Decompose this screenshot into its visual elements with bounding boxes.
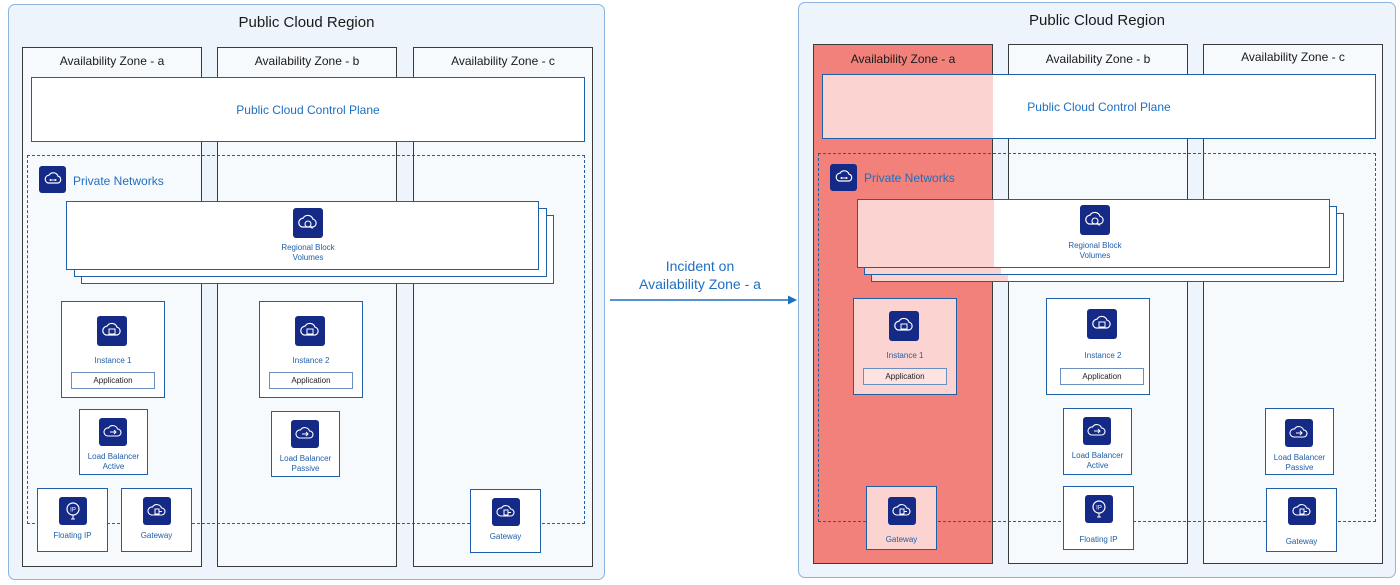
- right-control-plane-label: Public Cloud Control Plane: [1027, 99, 1171, 114]
- network-icon: [830, 164, 857, 191]
- block-volume-icon: [1080, 205, 1110, 235]
- load-balancer-icon: [99, 418, 127, 446]
- right-region-title: Public Cloud Region: [1029, 12, 1165, 29]
- left-gateway-a-label: Gateway: [140, 531, 173, 540]
- instance-icon: [97, 316, 127, 346]
- left-instance-2: Instance 2 Application: [259, 301, 363, 398]
- left-lb-active-label: Load Balancer Active: [87, 452, 140, 471]
- right-gateway-c-label: Gateway: [1285, 537, 1318, 546]
- incident-label-line2: Availability Zone - a: [639, 276, 761, 292]
- right-volume-label: Regional Block Volumes: [1068, 241, 1122, 260]
- left-zone-a-title: Availability Zone - a: [59, 54, 165, 68]
- left-instance-1-label: Instance 1: [94, 356, 132, 365]
- left-app-1: Application: [71, 372, 155, 389]
- floating-ip-icon: IP: [1085, 495, 1113, 523]
- block-volume-icon: [293, 208, 323, 238]
- left-zone-c-title: Availability Zone - c: [451, 54, 555, 68]
- left-lb-active: Load Balancer Active: [79, 409, 148, 475]
- left-instance-2-label: Instance 2: [292, 356, 330, 365]
- left-floating-ip-label: Floating IP: [53, 531, 92, 540]
- left-gateway-c-label: Gateway: [489, 532, 522, 541]
- load-balancer-icon: [1083, 417, 1111, 445]
- gateway-icon: [888, 497, 916, 525]
- right-zone-a-title: Availability Zone - a: [850, 52, 956, 66]
- left-lb-passive-label: Load Balancer Passive: [279, 454, 332, 473]
- right-volume-front: Regional Block Volumes: [857, 199, 1330, 268]
- load-balancer-icon: [291, 420, 319, 448]
- left-floating-ip: IP Floating IP: [37, 488, 108, 552]
- right-lb-active-label: Load Balancer Active: [1071, 451, 1124, 470]
- right-app-1: Application: [863, 368, 947, 385]
- left-volume-front: Regional Block Volumes: [66, 201, 539, 270]
- right-control-plane: Public Cloud Control Plane: [822, 74, 1376, 139]
- right-lb-passive: Load Balancer Passive: [1265, 408, 1334, 475]
- right-lb-passive-label: Load Balancer Passive: [1273, 453, 1326, 472]
- left-private-networks: [27, 155, 585, 524]
- left-instance-1: Instance 1 Application: [61, 301, 165, 398]
- gateway-icon: [1288, 497, 1316, 525]
- left-private-networks-label: Private Networks: [73, 174, 164, 188]
- svg-text:IP: IP: [1096, 506, 1102, 512]
- right-instance-1: Instance 1 Application: [853, 298, 957, 395]
- right-zone-b-title: Availability Zone - b: [1045, 52, 1151, 66]
- load-balancer-icon: [1285, 419, 1313, 447]
- floating-ip-icon: IP: [59, 497, 87, 525]
- right-instance-2-label: Instance 2: [1084, 351, 1122, 360]
- svg-text:IP: IP: [70, 508, 76, 514]
- right-private-networks-label: Private Networks: [864, 171, 955, 185]
- right-lb-active: Load Balancer Active: [1063, 408, 1132, 475]
- right-floating-ip-label: Floating IP: [1079, 535, 1118, 544]
- left-volume-label: Regional Block Volumes: [281, 243, 335, 262]
- left-gateway-a: Gateway: [121, 488, 192, 552]
- left-gateway-c: Gateway: [470, 489, 541, 553]
- right-gateway-a-label: Gateway: [885, 535, 918, 544]
- left-lb-passive: Load Balancer Passive: [271, 411, 340, 477]
- left-control-plane-label: Public Cloud Control Plane: [236, 102, 380, 117]
- right-floating-ip: IP Floating IP: [1063, 486, 1134, 550]
- left-app-2: Application: [269, 372, 353, 389]
- instance-icon: [889, 311, 919, 341]
- right-instance-1-label: Instance 1: [886, 351, 924, 360]
- instance-icon: [295, 316, 325, 346]
- left-region-title: Public Cloud Region: [238, 14, 375, 31]
- right-gateway-a: Gateway: [866, 486, 937, 550]
- incident-label-line1: Incident on: [665, 258, 735, 274]
- left-control-plane: Public Cloud Control Plane: [31, 77, 585, 142]
- right-gateway-c: Gateway: [1266, 488, 1337, 552]
- right-app-2: Application: [1060, 368, 1144, 385]
- incident-arrow: [610, 295, 797, 305]
- gateway-icon: [143, 497, 171, 525]
- right-instance-2: Instance 2 Application: [1046, 298, 1150, 395]
- network-icon: [39, 166, 66, 193]
- left-zone-b-title: Availability Zone - b: [254, 54, 360, 68]
- instance-icon: [1087, 309, 1117, 339]
- right-zone-c-title: Availability Zone - c: [1241, 50, 1345, 64]
- gateway-icon: [492, 498, 520, 526]
